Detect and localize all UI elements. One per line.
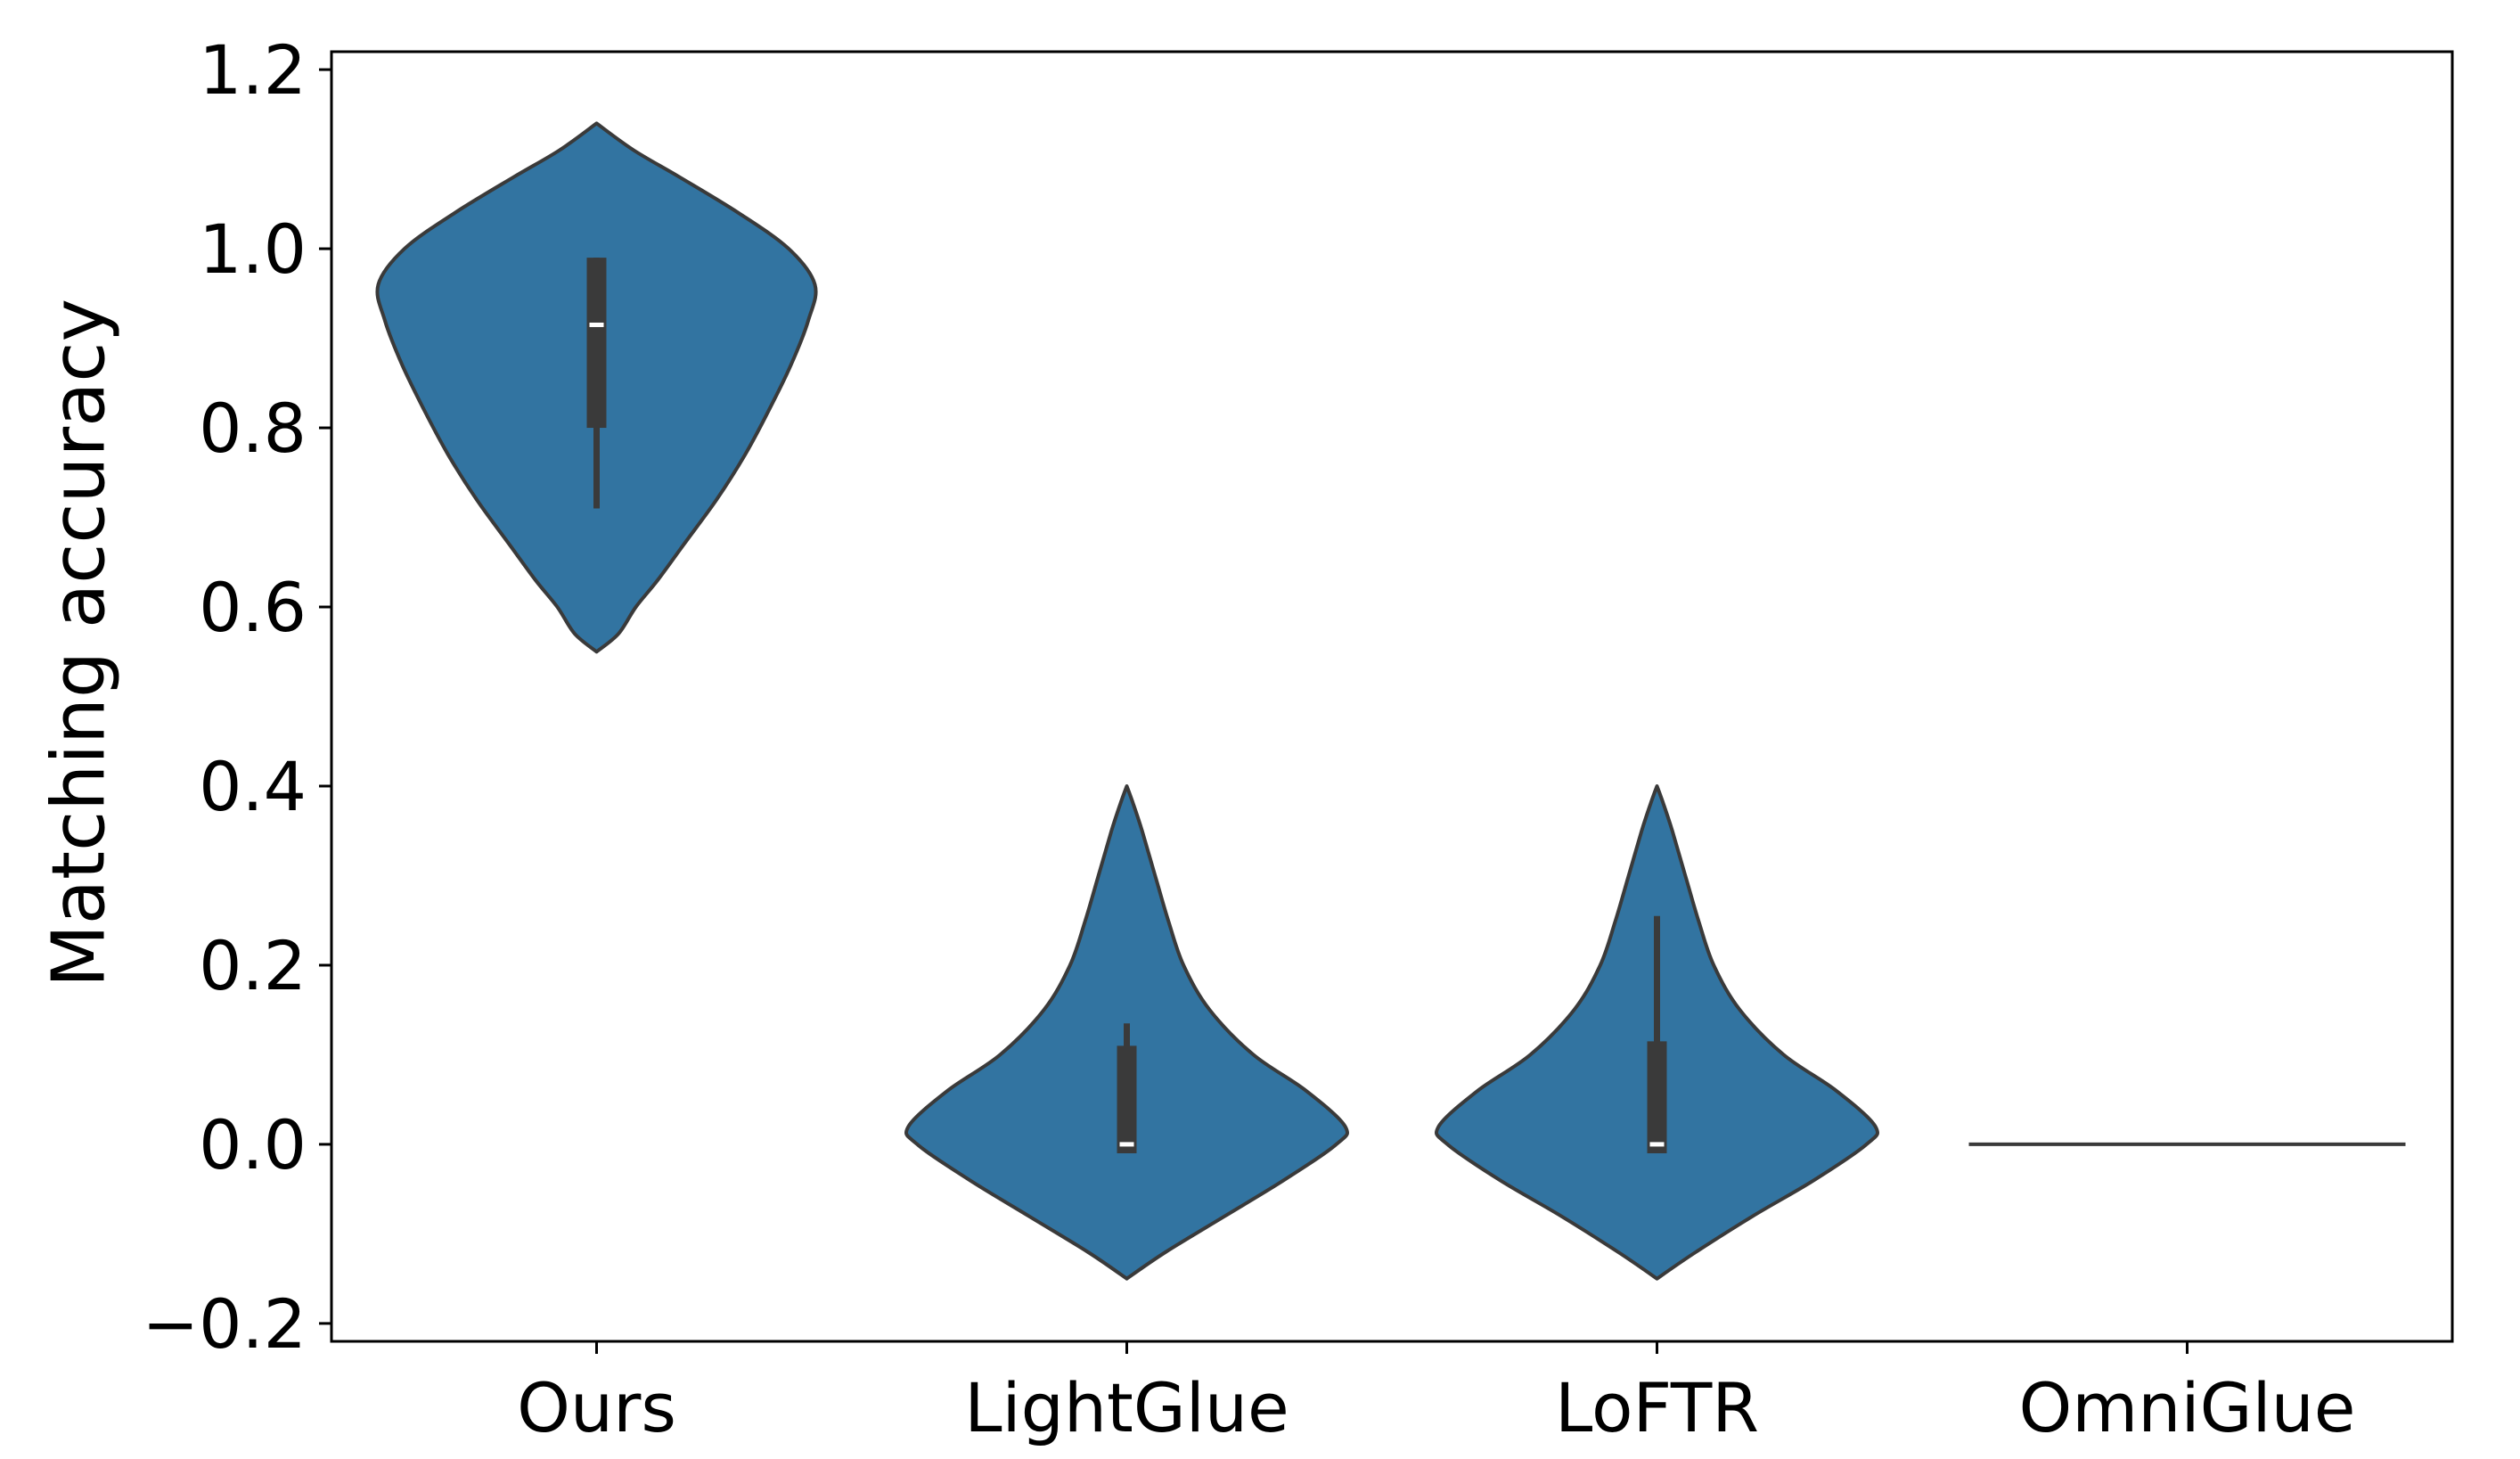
violin-iqr-box (586, 258, 607, 429)
y-tick-label: 0.2 (199, 926, 307, 1005)
x-tick-label-omniglue: OmniGlue (2018, 1368, 2355, 1447)
y-tick-label: −0.2 (142, 1284, 307, 1364)
violin-loftr (1435, 784, 1879, 1281)
y-axis-label: Matching accuracy (37, 299, 122, 988)
y-tick-label: 0.8 (199, 389, 307, 468)
violin-lightglue (904, 784, 1349, 1281)
x-axis: Ours LightGlue LoFTR OmniGlue (517, 1341, 2356, 1447)
y-tick-label: 0.0 (199, 1105, 307, 1184)
plot-frame (330, 50, 2454, 1343)
y-tick-label: 0.4 (199, 747, 307, 826)
y-tick-label: 1.0 (199, 209, 307, 289)
violins-layer (375, 121, 2406, 1281)
x-tick-label-lightglue: LightGlue (964, 1368, 1289, 1447)
y-tick-label: 0.6 (199, 568, 307, 647)
x-tick-label-ours: Ours (517, 1368, 676, 1447)
y-tick-label: 1.2 (199, 30, 307, 110)
violin-ours (375, 121, 818, 654)
violin-iqr-box (1647, 1041, 1667, 1153)
violin-iqr-box (1117, 1045, 1137, 1153)
x-tick-label-loftr: LoFTR (1555, 1368, 1759, 1447)
y-axis: −0.2 0.0 0.2 0.4 0.6 0.8 1.0 1.2 (142, 30, 331, 1364)
